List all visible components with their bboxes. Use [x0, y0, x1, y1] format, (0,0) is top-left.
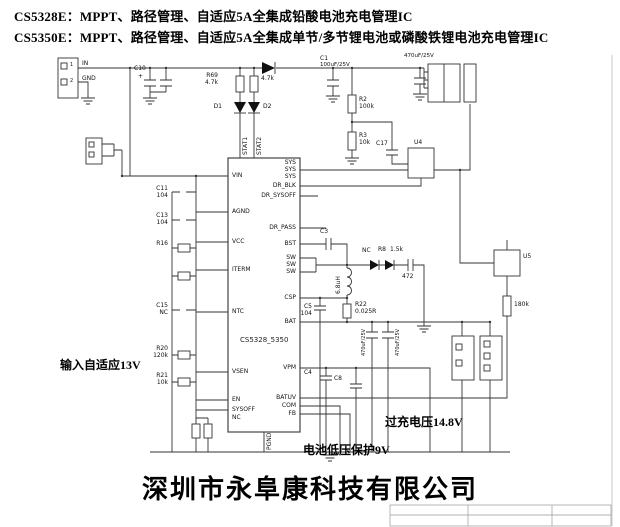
title-line-cs5350e: CS5350E：MPPT、路径管理、自适应5A全集成单节/多节锂电池或磷酸铁锂电…	[14, 30, 549, 45]
resistors	[177, 75, 512, 439]
battery-connector	[451, 335, 503, 381]
title-block	[389, 504, 612, 527]
capacitors	[144, 77, 426, 389]
junction-dots	[120, 66, 492, 370]
title-line-cs5328e: CS5328E：MPPT、路径管理、自适应5A全集成铅酸电池充电管理IC	[14, 9, 413, 24]
ic-u5	[493, 249, 521, 277]
wires	[78, 67, 510, 455]
note-input-adaptive: 输入自适应13V	[60, 358, 141, 372]
ic-part-number: CS5328_5350	[240, 336, 289, 344]
company-name: 深圳市永阜康科技有限公司	[141, 475, 478, 504]
snubber-diode-icon	[370, 260, 379, 270]
snubber-diode-icon	[385, 260, 394, 270]
led-d1-icon	[234, 102, 246, 113]
diodes	[234, 62, 395, 270]
input-connector	[57, 57, 79, 99]
note-overcharge-voltage: 过充电压14.8V	[385, 415, 463, 429]
main-ic-body	[227, 157, 301, 433]
pass-fet-u4	[407, 147, 435, 179]
output-module	[427, 63, 477, 103]
led-d2-icon	[248, 102, 260, 113]
input-diode-icon	[262, 62, 275, 74]
ntc-header	[85, 137, 103, 165]
power-inductor	[346, 267, 352, 296]
ground-symbols	[81, 93, 431, 462]
note-battery-low-protect: 电池低压保护9V	[303, 443, 390, 457]
